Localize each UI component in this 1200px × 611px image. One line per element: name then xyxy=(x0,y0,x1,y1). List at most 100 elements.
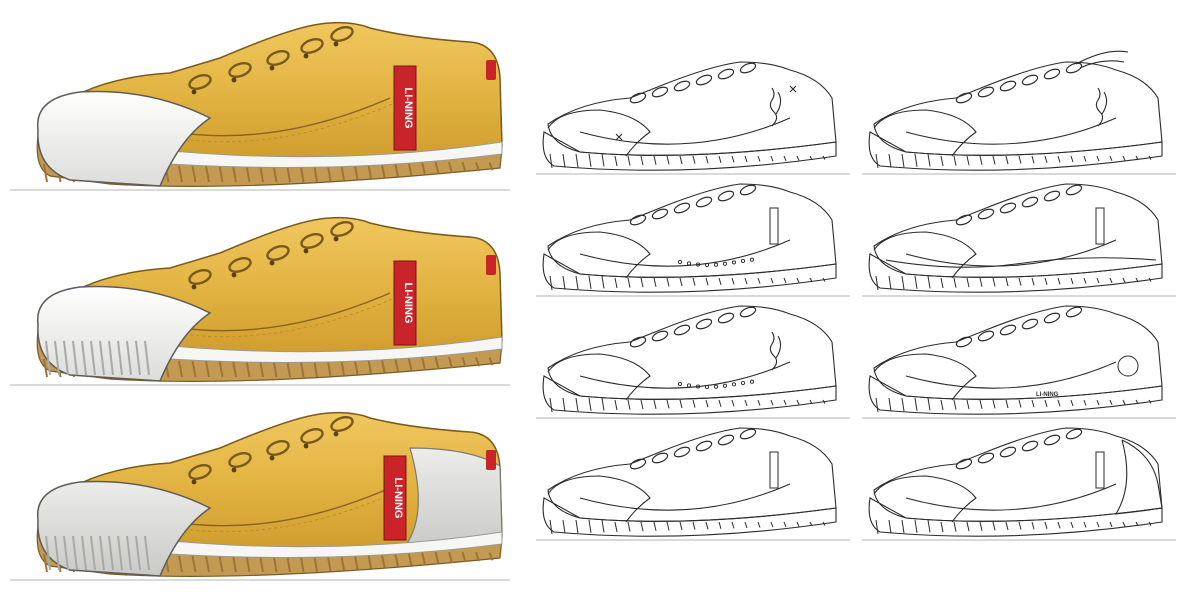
sketch-logo-tag xyxy=(769,207,779,245)
sketch-lace-loop xyxy=(977,452,995,464)
sketch-rib xyxy=(875,153,879,169)
sketch-rib xyxy=(770,399,774,406)
sketch-rib xyxy=(809,277,813,283)
outsole-rib xyxy=(448,161,453,174)
sketch-lace-loop xyxy=(739,428,757,440)
sketch-rib xyxy=(992,399,996,409)
sketch-rib xyxy=(601,519,605,533)
outsole-rib xyxy=(421,356,426,371)
sketch-rib xyxy=(1005,521,1009,531)
sketch-rib xyxy=(1135,521,1139,527)
eyelet xyxy=(231,77,237,83)
eyelet xyxy=(333,236,339,242)
sketch-rib xyxy=(705,155,709,164)
sketch-rib xyxy=(953,155,957,166)
sketch-rib xyxy=(1005,399,1009,409)
sketch-rib xyxy=(601,397,605,411)
sketch-rib xyxy=(992,521,996,531)
sketch-upper xyxy=(873,427,1163,522)
sketch-rib xyxy=(679,399,683,409)
sketch-lace-loop xyxy=(629,92,647,104)
sketch-rib xyxy=(1031,521,1035,530)
sketch-rib xyxy=(718,155,722,163)
sketch-rib xyxy=(1096,399,1100,406)
midsole-band xyxy=(139,336,503,363)
sketch-rib xyxy=(1018,155,1022,164)
sketch-rib xyxy=(1018,399,1022,408)
outsole-rib xyxy=(178,165,183,183)
sketch-rib xyxy=(901,519,905,534)
lace-loop xyxy=(266,440,290,456)
sketch-rib xyxy=(770,277,774,284)
sketch-rib xyxy=(562,153,566,168)
outsole-rib xyxy=(232,165,237,183)
outsole-rib xyxy=(218,360,224,378)
sketch-rib xyxy=(1109,521,1113,527)
sketch-rib xyxy=(575,519,579,534)
outsole-rib xyxy=(191,165,197,183)
outsole-rib xyxy=(421,551,426,566)
sketch-outsole xyxy=(868,131,1163,171)
sketch-upper xyxy=(547,427,837,522)
sketch-rib xyxy=(705,399,709,408)
sketch-rib xyxy=(601,153,605,167)
sketch-rib xyxy=(1096,155,1100,162)
sketch-rib xyxy=(757,521,761,528)
outsole-rib xyxy=(475,162,480,172)
sketch-rib xyxy=(679,155,683,165)
sketch-calligraphy-tag xyxy=(769,87,782,127)
sketch-rib xyxy=(744,277,748,285)
sketch-rib xyxy=(901,153,905,168)
sketch-rib xyxy=(718,521,722,529)
outsole-rib xyxy=(434,356,440,370)
sketch-rib xyxy=(653,521,657,531)
sketch-rib xyxy=(692,399,696,408)
sketch-rib xyxy=(653,399,657,409)
toe-rib xyxy=(81,340,87,376)
sketch-rib xyxy=(927,519,931,533)
sketch-rib xyxy=(809,399,813,405)
sketch-lace-loop xyxy=(651,86,669,98)
toe-rib xyxy=(99,340,105,376)
sketch-perforation xyxy=(740,380,746,385)
eyelet xyxy=(269,455,275,461)
sketch-lace-loop xyxy=(999,80,1017,92)
sketch-rib xyxy=(1070,521,1074,529)
sketch-rib xyxy=(666,277,670,287)
sketch-rib xyxy=(731,277,735,285)
sketch-rib xyxy=(888,397,892,412)
sketch-lace-loop xyxy=(1021,74,1039,86)
sketch-rib xyxy=(562,275,566,290)
sketch-rib xyxy=(992,277,996,287)
sketch-rib xyxy=(914,153,918,167)
sketch-lace-loop xyxy=(1043,312,1061,324)
sketch-lace-loop xyxy=(651,452,669,464)
sketch-rib xyxy=(822,155,826,160)
sketch-perforation xyxy=(686,383,692,388)
sketch-rib xyxy=(888,275,892,290)
sketch-rib xyxy=(1122,277,1126,283)
sketch-toe-cap xyxy=(547,353,651,401)
lace-loop xyxy=(188,74,212,90)
sketch-rib xyxy=(796,277,800,283)
sketch-rib xyxy=(914,275,918,289)
sketch-side-seam xyxy=(579,239,791,267)
lace-loop xyxy=(300,428,324,444)
outsole-rib xyxy=(448,551,453,564)
lace-loop xyxy=(228,257,252,273)
sketch-rib xyxy=(627,155,631,166)
sketch-logo-tag xyxy=(1095,451,1105,489)
rendered-shoe-variant-c: LI-NING xyxy=(10,411,510,581)
sketch-rib xyxy=(640,277,644,288)
sketch-lace-loop xyxy=(739,184,757,196)
sketch-heel-panel xyxy=(1114,439,1163,515)
sketch-lace-loop xyxy=(717,68,735,80)
brand-tag xyxy=(393,65,417,151)
sketch-rib xyxy=(757,399,761,406)
sketch-perforation xyxy=(695,384,701,389)
sketch-rib xyxy=(966,399,970,410)
lace-loop xyxy=(188,269,212,285)
outsole-rib xyxy=(407,356,413,371)
